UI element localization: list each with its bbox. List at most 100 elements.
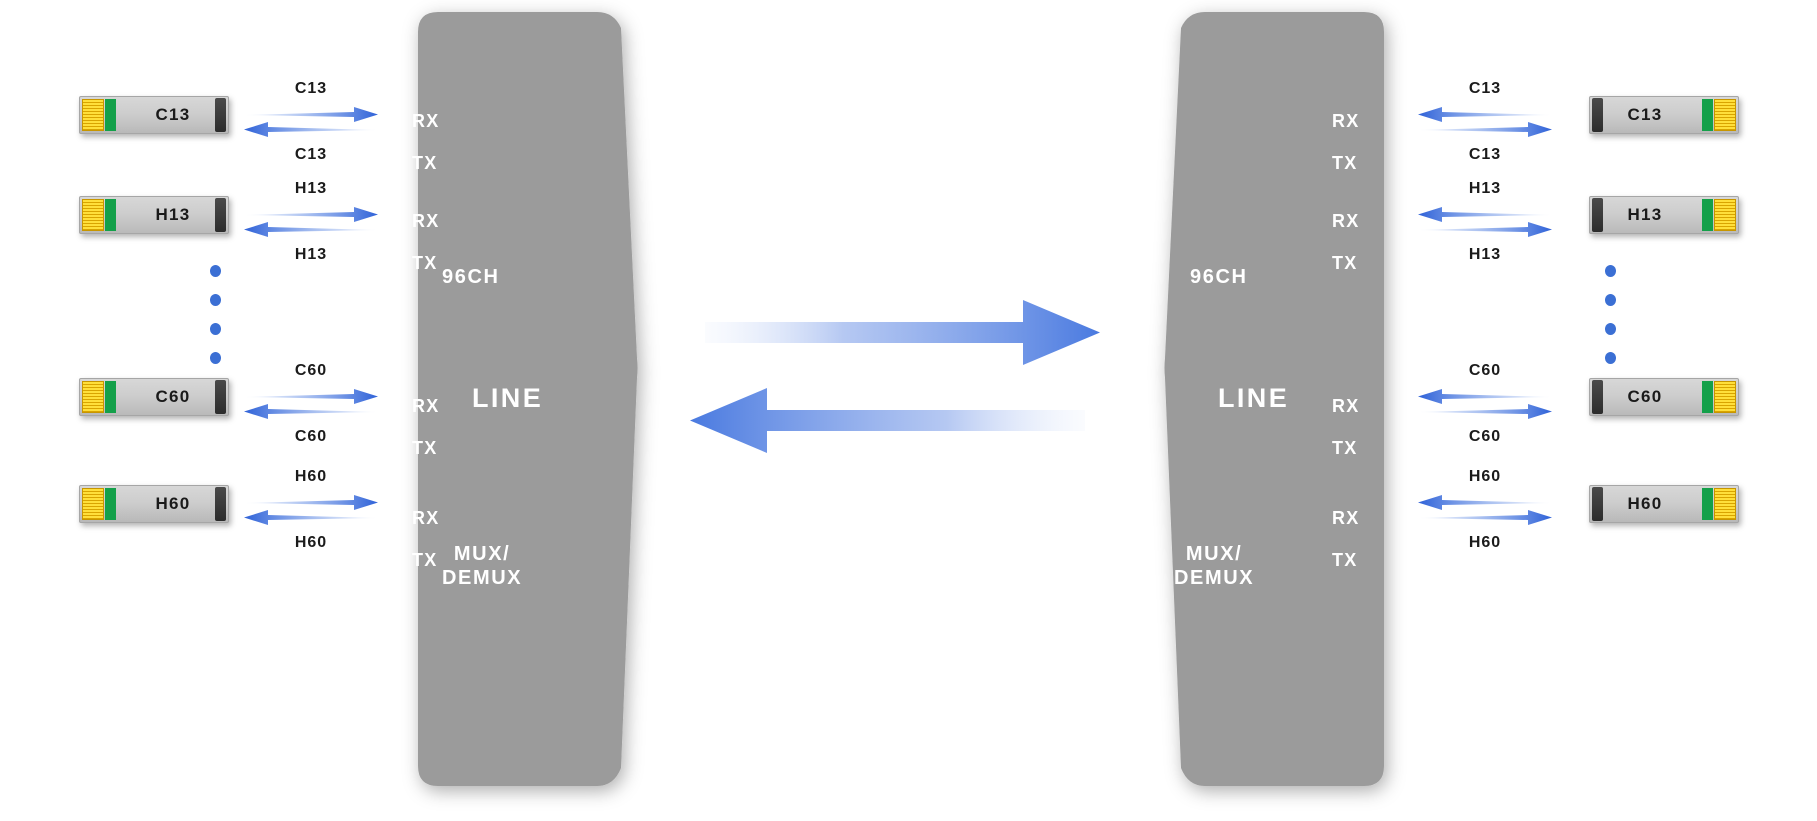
left-mux-demux-chassis[interactable]: 96CH LINE MUX/ DEMUX	[402, 8, 642, 798]
fiber-connector-icon	[82, 488, 104, 520]
module-label: H60	[155, 494, 191, 513]
module-body: H60	[79, 485, 229, 523]
port-rx-label: RX	[412, 395, 440, 416]
module-latch-icon	[1592, 98, 1603, 132]
right-chassis-channels-label: 96CH	[1190, 266, 1248, 288]
port-tx-label: TX	[1332, 252, 1358, 273]
arrow-left-icon	[1418, 389, 1552, 404]
ellipsis-dot-icon	[1604, 352, 1616, 364]
link-label-top: H13	[1468, 180, 1502, 197]
link-label-top: H60	[294, 468, 328, 485]
module-green-band-icon	[1702, 488, 1713, 520]
fiber-connector-icon	[82, 99, 104, 131]
module-label: C60	[1627, 387, 1663, 406]
left-transceiver-module-c13[interactable]: C13	[79, 96, 229, 134]
module-label: C13	[1627, 105, 1663, 124]
module-green-band-icon	[105, 488, 116, 520]
module-body: C13	[79, 96, 229, 134]
port-rx-label: RX	[412, 507, 440, 528]
ellipsis-dot-icon	[1604, 323, 1616, 335]
arrow-right-icon	[244, 495, 378, 510]
link-label-bottom: C60	[294, 428, 328, 445]
module-latch-icon	[215, 98, 226, 132]
link-label-bottom: C60	[1468, 428, 1502, 445]
ellipsis-dot-icon	[209, 323, 221, 335]
link-label-bottom: H13	[294, 246, 328, 263]
module-label: H13	[155, 205, 191, 224]
link-label-top: C60	[1468, 362, 1502, 379]
right-transceiver-module-h60[interactable]: H60	[1589, 485, 1739, 523]
right-mux-demux-chassis[interactable]: 96CH LINE MUX/ DEMUX	[1160, 8, 1400, 798]
fiber-connector-icon	[82, 199, 104, 231]
fiber-connector-icon	[1714, 488, 1736, 520]
link-label-top: H60	[1468, 468, 1502, 485]
module-label: H13	[1627, 205, 1663, 224]
module-green-band-icon	[105, 381, 116, 413]
port-rx-label: RX	[1332, 210, 1360, 231]
arrow-left-icon	[690, 388, 1085, 453]
fiber-connector-icon	[1714, 99, 1736, 131]
right-transceiver-module-h13[interactable]: H13	[1589, 196, 1739, 234]
fiber-connector-icon	[1714, 199, 1736, 231]
module-latch-icon	[215, 487, 226, 521]
link-label-top: C13	[294, 80, 328, 97]
right-chassis-shape	[1164, 12, 1384, 786]
left-link-arrows-h13: H13 H13	[244, 180, 378, 264]
arrow-right-icon	[1418, 510, 1552, 525]
arrow-left-icon	[244, 510, 378, 525]
right-transceiver-module-c13[interactable]: C13	[1589, 96, 1739, 134]
link-label-top: H13	[294, 180, 328, 197]
left-ellipsis-dots	[208, 265, 222, 364]
link-label-bottom: H60	[294, 534, 328, 551]
arrow-left-icon	[244, 222, 378, 237]
arrow-right-icon	[1418, 122, 1552, 137]
arrow-right-icon	[1418, 222, 1552, 237]
ellipsis-dot-icon	[209, 294, 221, 306]
module-green-band-icon	[1702, 381, 1713, 413]
left-port-tag-3: RX TX	[412, 375, 439, 459]
port-tx-label: TX	[412, 437, 438, 458]
arrow-right-icon	[1418, 404, 1552, 419]
port-rx-label: RX	[1332, 395, 1360, 416]
right-port-tag-2: RX TX	[1332, 190, 1359, 274]
left-port-tag-1: RX TX	[412, 90, 439, 174]
right-link-arrows-h13: H13 H13	[1418, 180, 1552, 264]
left-transceiver-module-h60[interactable]: H60	[79, 485, 229, 523]
right-transceiver-module-c60[interactable]: C60	[1589, 378, 1739, 416]
link-label-top: C60	[294, 362, 328, 379]
arrow-left-icon	[244, 122, 378, 137]
module-latch-icon	[215, 380, 226, 414]
ellipsis-dot-icon	[1604, 265, 1616, 277]
left-transceiver-module-c60[interactable]: C60	[79, 378, 229, 416]
left-chassis-channels-label: 96CH	[442, 266, 500, 288]
left-chassis-shape	[418, 12, 638, 786]
arrow-left-icon	[1418, 495, 1552, 510]
right-chassis-mux-label: MUX/ DEMUX	[1174, 543, 1255, 589]
arrow-right-icon	[705, 300, 1100, 365]
arrow-left-icon	[1418, 207, 1552, 222]
module-latch-icon	[1592, 198, 1603, 232]
line-arrow-eastbound	[705, 300, 1100, 365]
arrow-right-icon	[244, 389, 378, 404]
right-ellipsis-dots	[1603, 265, 1617, 364]
left-transceiver-module-h13[interactable]: H13	[79, 196, 229, 234]
arrow-left-icon	[1418, 107, 1552, 122]
module-body: H13	[79, 196, 229, 234]
arrow-left-icon	[244, 404, 378, 419]
link-label-top: C13	[1468, 80, 1502, 97]
link-label-bottom: C13	[1468, 146, 1502, 163]
port-rx-label: RX	[1332, 110, 1360, 131]
module-green-band-icon	[1702, 199, 1713, 231]
ellipsis-dot-icon	[209, 265, 221, 277]
left-chassis-line-label: LINE	[472, 383, 544, 413]
left-link-arrows-c60: C60 C60	[244, 362, 378, 446]
module-label: H60	[1627, 494, 1663, 513]
link-label-bottom: H13	[1468, 246, 1502, 263]
port-rx-label: RX	[1332, 507, 1360, 528]
module-latch-icon	[1592, 380, 1603, 414]
link-label-bottom: C13	[294, 146, 328, 163]
module-green-band-icon	[105, 199, 116, 231]
fiber-connector-icon	[82, 381, 104, 413]
right-link-arrows-c60: C60 C60	[1418, 362, 1552, 446]
